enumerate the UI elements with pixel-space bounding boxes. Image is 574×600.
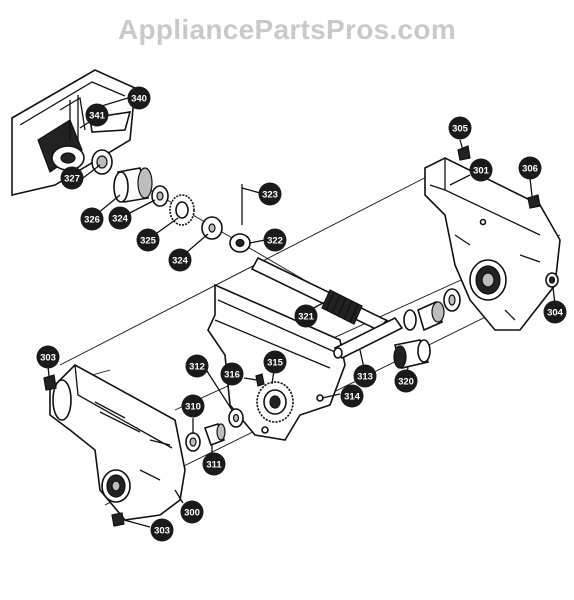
svg-text:311: 311 [206,460,222,471]
svg-text:314: 314 [344,392,361,403]
callout-341: 341 [85,103,109,127]
callout-312: 312 [185,354,209,378]
callout-326: 326 [80,207,104,231]
part-324-washer-lower [201,216,223,240]
part-324-washer-top [151,185,169,207]
part-305-screw [457,145,471,161]
callout-316: 316 [220,362,244,386]
svg-text:303: 303 [40,353,56,364]
part-306-screw [527,194,541,209]
svg-text:303: 303 [154,526,170,537]
callout-313: 313 [353,364,377,388]
svg-text:306: 306 [522,164,538,175]
callout-324-upper: 324 [108,206,132,230]
callout-303-top: 303 [36,345,60,369]
part-315-gear [256,381,294,423]
svg-text:341: 341 [89,111,106,122]
callout-327: 327 [60,166,84,190]
svg-text:320: 320 [398,377,414,388]
svg-text:310: 310 [185,402,201,413]
svg-text:325: 325 [140,236,157,247]
callout-324-lower: 324 [168,248,192,272]
callout-320: 320 [394,369,418,393]
part-313-shaft [333,316,404,360]
svg-text:321: 321 [298,312,315,323]
callout-310: 310 [181,394,205,418]
callout-321: 321 [294,304,318,328]
part-340-bracket [11,69,136,197]
part-322-washer [229,233,251,253]
callout-300: 300 [180,500,204,524]
svg-text:322: 322 [267,236,283,247]
svg-text:324: 324 [112,214,129,225]
part-304-nut [545,272,559,288]
callout-304: 304 [543,300,567,324]
svg-text:313: 313 [357,372,373,383]
svg-text:324: 324 [172,256,189,267]
callout-305: 305 [448,116,472,140]
svg-text:304: 304 [547,308,564,319]
part-326-bushing [113,167,153,203]
callout-340: 340 [127,86,151,110]
svg-text:316: 316 [224,370,240,381]
callout-311: 311 [202,452,226,476]
part-312-washer [228,408,244,428]
svg-text:312: 312 [189,362,205,373]
callout-322: 322 [263,228,287,252]
callout-301: 301 [469,158,493,182]
part-300-gear-case-left [49,364,186,521]
part-327-washer [91,149,113,175]
svg-text:300: 300 [184,508,200,519]
svg-text:326: 326 [84,215,100,226]
svg-text:323: 323 [262,190,278,201]
svg-text:301: 301 [473,166,490,177]
right-small-parts [403,288,461,332]
part-325-gear [169,194,195,226]
part-301-gear-case-right [424,157,561,331]
watermark-text: AppliancePartsPros.com [117,14,457,45]
part-310-washer [185,432,201,452]
svg-text:340: 340 [131,94,147,105]
callout-323: 323 [258,182,282,206]
part-316-key [255,373,265,387]
part-311-bushing [203,423,226,447]
callout-306: 306 [518,156,542,180]
part-303-screw-bottom [111,512,125,527]
svg-text:315: 315 [267,358,284,369]
svg-text:327: 327 [64,174,80,185]
callout-325: 325 [136,228,160,252]
svg-text:305: 305 [452,124,469,135]
callout-315: 315 [263,350,287,374]
part-320-coupler [393,339,431,369]
part-303-screw-top [43,374,57,391]
callout-314: 314 [340,384,364,408]
callout-303-bottom: 303 [150,518,174,542]
